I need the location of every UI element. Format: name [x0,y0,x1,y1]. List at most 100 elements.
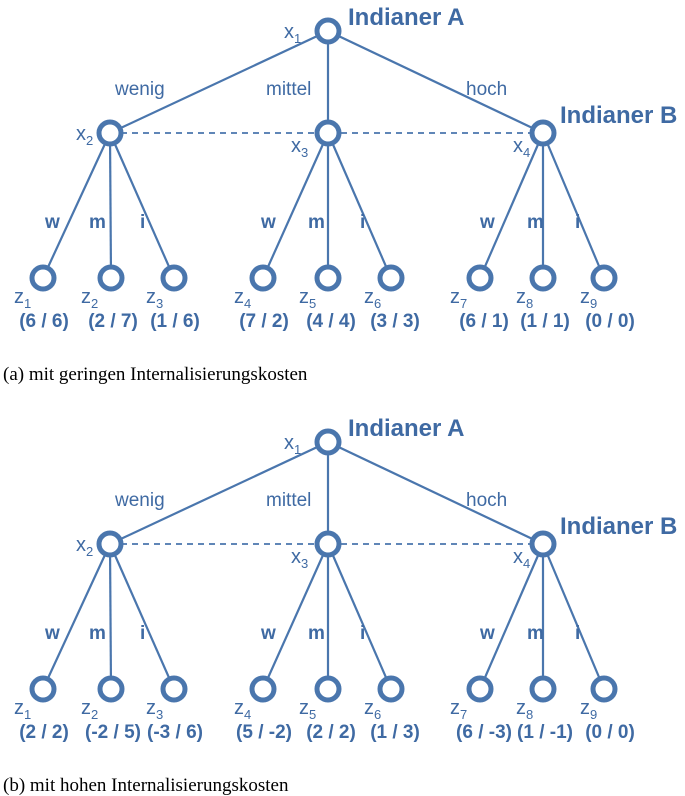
submove-label: m [527,212,544,233]
edge-x2-m [108,132,113,279]
edge-root-wenig [109,30,329,134]
terminal-node-z2 [97,264,125,292]
submove-label: m [89,212,106,233]
decision-node-x3 [314,530,342,558]
decision-node-x3 [314,119,342,147]
terminal-node-z3 [160,675,188,703]
panel-caption: (b) mit hohen Internalisierungskosten [3,775,289,796]
edge-x3-i [326,543,393,690]
submove-label: w [479,212,495,233]
submove-label: m [89,623,106,644]
terminal-node-z6 [377,675,405,703]
node-label-z6: z6 [364,286,381,311]
node-label-x3: x3 [291,546,308,571]
payoff-label: (2 / 7) [88,311,138,332]
submove-label: i [575,623,580,644]
edge-x4-w [478,132,545,279]
edge-x2-i [108,132,176,279]
terminal-node-z3 [160,264,188,292]
node-label-z8: z8 [516,286,533,311]
decision-node-x4 [529,119,557,147]
terminal-node-z6 [377,264,405,292]
decision-node-x2 [96,530,124,558]
node-label-z6: z6 [364,697,381,722]
edge-root-hoch [327,441,544,545]
terminal-node-z8 [529,675,557,703]
edge-x4-w [478,543,545,690]
payoff-label: (4 / 4) [306,311,356,332]
submove-label: w [44,623,60,644]
edge-x3-i [326,132,393,279]
payoff-label: (0 / 0) [585,722,635,743]
payoff-label: (1 / 6) [150,311,200,332]
node-label-z3: z3 [146,697,163,722]
node-label-z9: z9 [580,697,597,722]
node-label-z3: z3 [146,286,163,311]
node-label-x2: x2 [76,123,93,148]
submove-label: m [308,623,325,644]
move-label: hoch [466,490,507,511]
submove-label: i [575,212,580,233]
submove-label: i [140,623,145,644]
submove-label: m [308,212,325,233]
move-label: mittel [266,490,311,511]
node-label-z7: z7 [450,286,467,311]
edge-x2-w [42,132,111,279]
terminal-node-z9 [590,264,618,292]
node-label-z9: z9 [580,286,597,311]
terminal-node-z7 [466,264,494,292]
node-label-x3: x3 [291,135,308,160]
edge-x3-w [261,132,330,279]
move-label: wenig [114,490,165,511]
payoff-label: (-3 / 6) [147,722,203,743]
terminal-node-z9 [590,675,618,703]
submove-label: w [479,623,495,644]
panel-caption: (a) mit geringen Internalisierungskosten [3,364,308,385]
decision-node-x2 [96,119,124,147]
decision-node-x1 [314,428,342,456]
decision-node-x4 [529,530,557,558]
terminal-node-z4 [249,675,277,703]
edge-root-wenig [109,441,329,545]
payoff-label: (6 / -3) [456,722,512,743]
node-label-z4: z4 [234,697,251,722]
node-label-z2: z2 [81,697,98,722]
payoff-label: (1 / 3) [370,722,420,743]
edge-x4-i [541,543,606,690]
payoff-label: (0 / 0) [585,311,635,332]
terminal-node-z2 [97,675,125,703]
payoff-label: (3 / 3) [370,311,420,332]
submove-label: i [360,623,365,644]
node-label-z7: z7 [450,697,467,722]
submove-label: w [260,623,276,644]
terminal-node-z8 [529,264,557,292]
payoff-label: (1 / -1) [517,722,573,743]
player-b-label: Indianer B [560,513,677,540]
terminal-node-z1 [29,264,57,292]
terminal-node-z1 [29,675,57,703]
move-label: mittel [266,79,311,100]
node-label-z5: z5 [299,286,316,311]
payoff-label: (6 / 1) [459,311,509,332]
node-label-x4: x4 [513,546,530,571]
move-label: hoch [466,79,507,100]
payoff-label: (-2 / 5) [85,722,141,743]
submove-label: w [260,212,276,233]
edge-x2-i [108,543,176,690]
node-label-x1: x1 [284,21,301,46]
submove-label: i [140,212,145,233]
node-label-z4: z4 [234,286,251,311]
node-label-x4: x4 [513,135,530,160]
node-label-z2: z2 [81,286,98,311]
payoff-label: (2 / 2) [19,722,69,743]
submove-label: w [44,212,60,233]
edge-x2-m [108,543,113,690]
node-label-z1: z1 [14,286,31,311]
player-b-label: Indianer B [560,102,677,129]
player-a-label: Indianer A [348,4,464,31]
payoff-label: (1 / 1) [520,311,570,332]
submove-label: m [527,623,544,644]
decision-node-x1 [314,17,342,45]
